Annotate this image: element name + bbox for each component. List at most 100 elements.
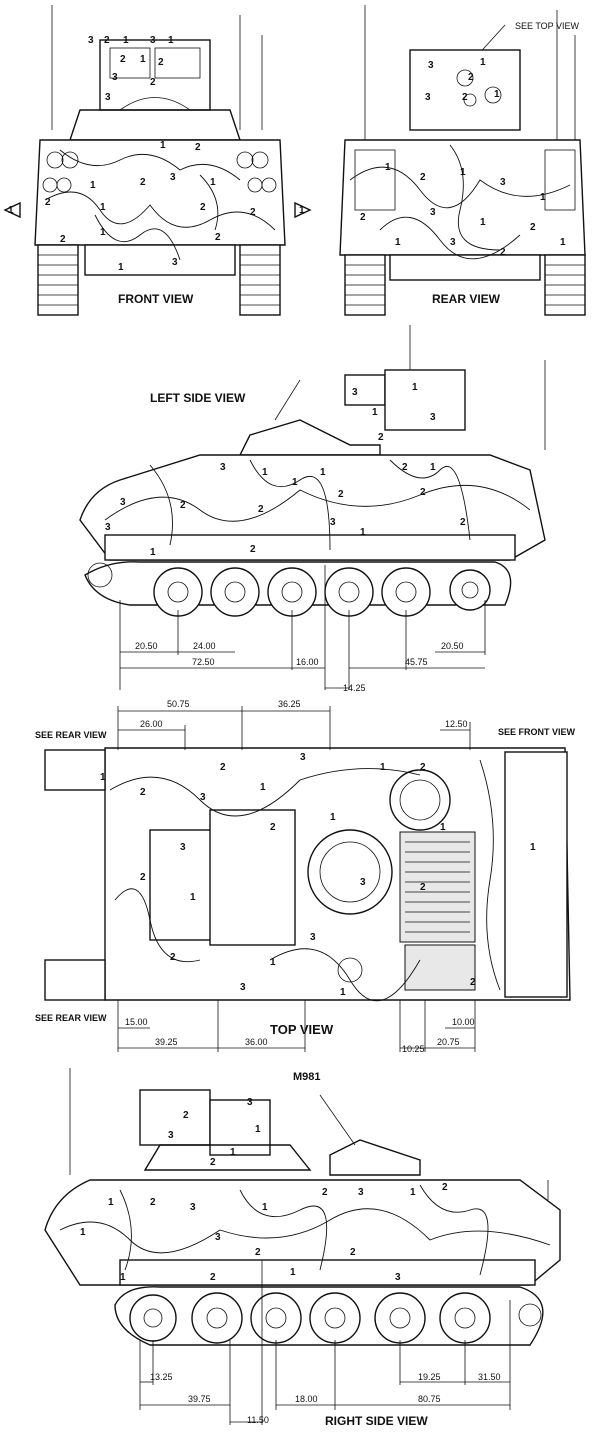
see-top-view-callout: SEE TOP VIEW bbox=[515, 21, 580, 31]
camo-zone-number-rear-5: 3 bbox=[425, 92, 431, 103]
camo-zone-number-top-17: 1 bbox=[270, 957, 276, 968]
camo-zone-number-rear-3: 2 bbox=[462, 92, 468, 103]
camo-zone-number-rear-2: 1 bbox=[480, 57, 486, 68]
left-side-view-drawing bbox=[79, 325, 546, 690]
dim-top-8: 10.25 bbox=[402, 1044, 425, 1054]
camo-zone-number-front-0: 3 bbox=[88, 35, 94, 46]
camo-zone-number-front-9: 2 bbox=[150, 77, 156, 88]
camo-zone-number-left_side-1: 1 bbox=[372, 407, 378, 418]
camo-zone-number-front-22: 3 bbox=[172, 257, 178, 268]
rear-view-title: REAR VIEW bbox=[432, 292, 501, 306]
camo-zone-number-left_side-19: 3 bbox=[105, 522, 111, 533]
marker-left: 1 bbox=[8, 205, 14, 216]
dim-right-1: 13.25 bbox=[150, 1372, 173, 1382]
camo-zone-number-front-12: 2 bbox=[195, 142, 201, 153]
camo-zone-number-right_side-7: 2 bbox=[150, 1197, 156, 1208]
camo-zone-number-right_side-14: 1 bbox=[80, 1227, 86, 1238]
camo-zone-number-top-16: 3 bbox=[310, 932, 316, 943]
rear-view-drawing bbox=[339, 5, 586, 316]
camo-zone-number-top-6: 1 bbox=[380, 762, 386, 773]
camo-zone-number-right_side-11: 3 bbox=[358, 1187, 364, 1198]
camo-zone-number-front-11: 1 bbox=[160, 140, 166, 151]
camo-zone-number-front-14: 2 bbox=[140, 177, 146, 188]
camo-zone-number-top-13: 2 bbox=[140, 872, 146, 883]
camo-zone-number-right_side-17: 1 bbox=[290, 1267, 296, 1278]
camo-zone-number-top-10: 2 bbox=[270, 822, 276, 833]
camo-zone-number-front-25: 2 bbox=[250, 207, 256, 218]
dim-top-3: 26.00 bbox=[140, 719, 163, 729]
camo-zone-number-rear-7: 2 bbox=[420, 172, 426, 183]
camo-zone-number-top-8: 1 bbox=[440, 822, 446, 833]
camo-zone-number-right_side-18: 2 bbox=[350, 1247, 356, 1258]
dim-top-6: 39.25 bbox=[155, 1037, 178, 1047]
camo-zone-number-rear-11: 2 bbox=[360, 212, 366, 223]
camo-zone-number-rear-1: 2 bbox=[468, 72, 474, 83]
camo-zone-number-right_side-8: 3 bbox=[190, 1202, 196, 1213]
camo-zone-number-right_side-6: 1 bbox=[108, 1197, 114, 1208]
camo-zone-number-rear-12: 3 bbox=[430, 207, 436, 218]
marker-right: 1 bbox=[299, 205, 305, 216]
dim-left-6: 45.75 bbox=[405, 657, 428, 667]
camo-zone-number-right_side-5: 2 bbox=[210, 1157, 216, 1168]
camo-zone-number-front-23: 1 bbox=[100, 227, 106, 238]
camo-zone-number-rear-14: 2 bbox=[530, 222, 536, 233]
dim-left-2: 24.00 bbox=[193, 641, 216, 651]
dim-left-1: 20.50 bbox=[135, 641, 158, 651]
camo-zone-number-rear-4: 1 bbox=[494, 89, 500, 100]
camo-zone-number-left_side-2: 1 bbox=[412, 382, 418, 393]
camo-zone-number-rear-0: 3 bbox=[428, 60, 434, 71]
camo-zone-number-rear-9: 3 bbox=[500, 177, 506, 188]
camo-zone-number-rear-13: 1 bbox=[480, 217, 486, 228]
dim-top-10: 10.00 bbox=[452, 1017, 475, 1027]
camo-zone-number-front-8: 2 bbox=[158, 57, 164, 68]
dim-top-5: 15.00 bbox=[125, 1017, 148, 1027]
camo-zone-number-front-24: 2 bbox=[215, 232, 221, 243]
front-view-drawing bbox=[3, 5, 312, 316]
see-front-view-callout: SEE FRONT VIEW bbox=[498, 727, 576, 737]
right-side-view-title: RIGHT SIDE VIEW bbox=[325, 1414, 428, 1428]
dim-top-7: 36.00 bbox=[245, 1037, 268, 1047]
dim-top-2: 36.25 bbox=[278, 699, 301, 709]
camo-zone-number-left_side-13: 1 bbox=[292, 477, 298, 488]
camo-zone-number-left_side-3: 3 bbox=[430, 412, 436, 423]
camo-zone-number-right_side-12: 1 bbox=[410, 1187, 416, 1198]
camo-zone-number-left_side-9: 2 bbox=[402, 462, 408, 473]
camo-zone-number-rear-10: 1 bbox=[540, 192, 546, 203]
camo-zone-number-top-9: 3 bbox=[180, 842, 186, 853]
camo-zone-number-left_side-12: 2 bbox=[180, 500, 186, 511]
camo-zone-number-right_side-4: 1 bbox=[230, 1147, 236, 1158]
camo-zone-number-top-7: 2 bbox=[420, 762, 426, 773]
dim-right-4: 18.00 bbox=[295, 1394, 318, 1404]
camo-zone-number-front-6: 3 bbox=[112, 72, 118, 83]
camo-zone-number-front-10: 3 bbox=[105, 92, 111, 103]
camo-zone-number-top-3: 2 bbox=[220, 762, 226, 773]
camo-zone-number-front-16: 1 bbox=[210, 177, 216, 188]
camo-zone-number-right_side-21: 2 bbox=[210, 1272, 216, 1283]
camo-zone-number-right_side-10: 2 bbox=[322, 1187, 328, 1198]
camo-zone-number-left_side-5: 1 bbox=[262, 467, 268, 478]
camo-zone-number-top-4: 1 bbox=[260, 782, 266, 793]
camo-zone-number-right_side-2: 2 bbox=[183, 1110, 189, 1121]
camo-zone-number-left_side-21: 2 bbox=[250, 544, 256, 555]
camo-zone-number-front-4: 1 bbox=[168, 35, 174, 46]
see-rear-view-callout-top: SEE REAR VIEW bbox=[35, 730, 107, 740]
dim-left-3: 72.50 bbox=[192, 657, 215, 667]
camo-zone-number-left_side-18: 2 bbox=[460, 517, 466, 528]
camo-zone-number-top-12: 3 bbox=[360, 877, 366, 888]
camo-zone-number-right_side-20: 1 bbox=[120, 1272, 126, 1283]
camo-zone-number-top-21: 2 bbox=[470, 977, 476, 988]
camo-zone-number-left_side-6: 3 bbox=[220, 462, 226, 473]
model-label: M981 bbox=[293, 1071, 321, 1083]
camo-zone-number-top-2: 3 bbox=[200, 792, 206, 803]
camo-zone-number-left_side-11: 3 bbox=[120, 497, 126, 508]
camo-zone-number-rear-16: 3 bbox=[450, 237, 456, 248]
camo-zone-number-top-0: 1 bbox=[100, 772, 106, 783]
camo-zone-number-front-21: 1 bbox=[118, 262, 124, 273]
dim-top-4: 12.50 bbox=[445, 719, 468, 729]
camo-zone-number-rear-17: 2 bbox=[500, 247, 506, 258]
camo-zone-number-top-18: 2 bbox=[170, 952, 176, 963]
camo-zone-number-front-19: 2 bbox=[200, 202, 206, 213]
camo-zone-number-front-17: 2 bbox=[45, 197, 51, 208]
camo-zone-number-right_side-16: 2 bbox=[255, 1247, 261, 1258]
